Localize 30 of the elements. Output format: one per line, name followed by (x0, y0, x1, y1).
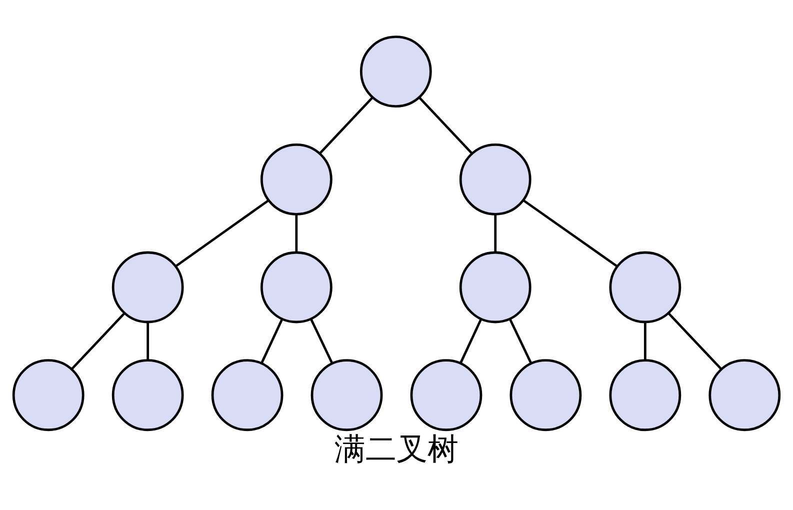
connector (295, 214, 298, 252)
node-circle (410, 358, 482, 431)
node-circle (360, 35, 432, 107)
connector (310, 318, 334, 364)
node-circle (211, 358, 284, 431)
connector (260, 318, 284, 364)
connector (494, 214, 497, 252)
connector (318, 96, 374, 154)
connector (460, 318, 482, 364)
node-circle (260, 250, 332, 323)
connector (644, 322, 646, 360)
connector (174, 198, 270, 267)
connector (146, 322, 150, 360)
node-circle (510, 358, 582, 431)
node-circle (459, 142, 532, 215)
node-circle (609, 250, 682, 323)
caption: 满二叉树 (334, 431, 458, 468)
node-circle (112, 250, 184, 323)
connector (418, 96, 473, 154)
node-circle (609, 358, 682, 431)
node-circle (708, 358, 781, 431)
connector (522, 198, 618, 267)
node-circle (459, 250, 532, 323)
node-circle (12, 358, 84, 431)
node-circle (260, 142, 332, 215)
connector (70, 312, 126, 370)
node-circle (310, 358, 383, 431)
connector (668, 312, 722, 370)
connector (508, 318, 532, 364)
node-circle (112, 358, 184, 431)
